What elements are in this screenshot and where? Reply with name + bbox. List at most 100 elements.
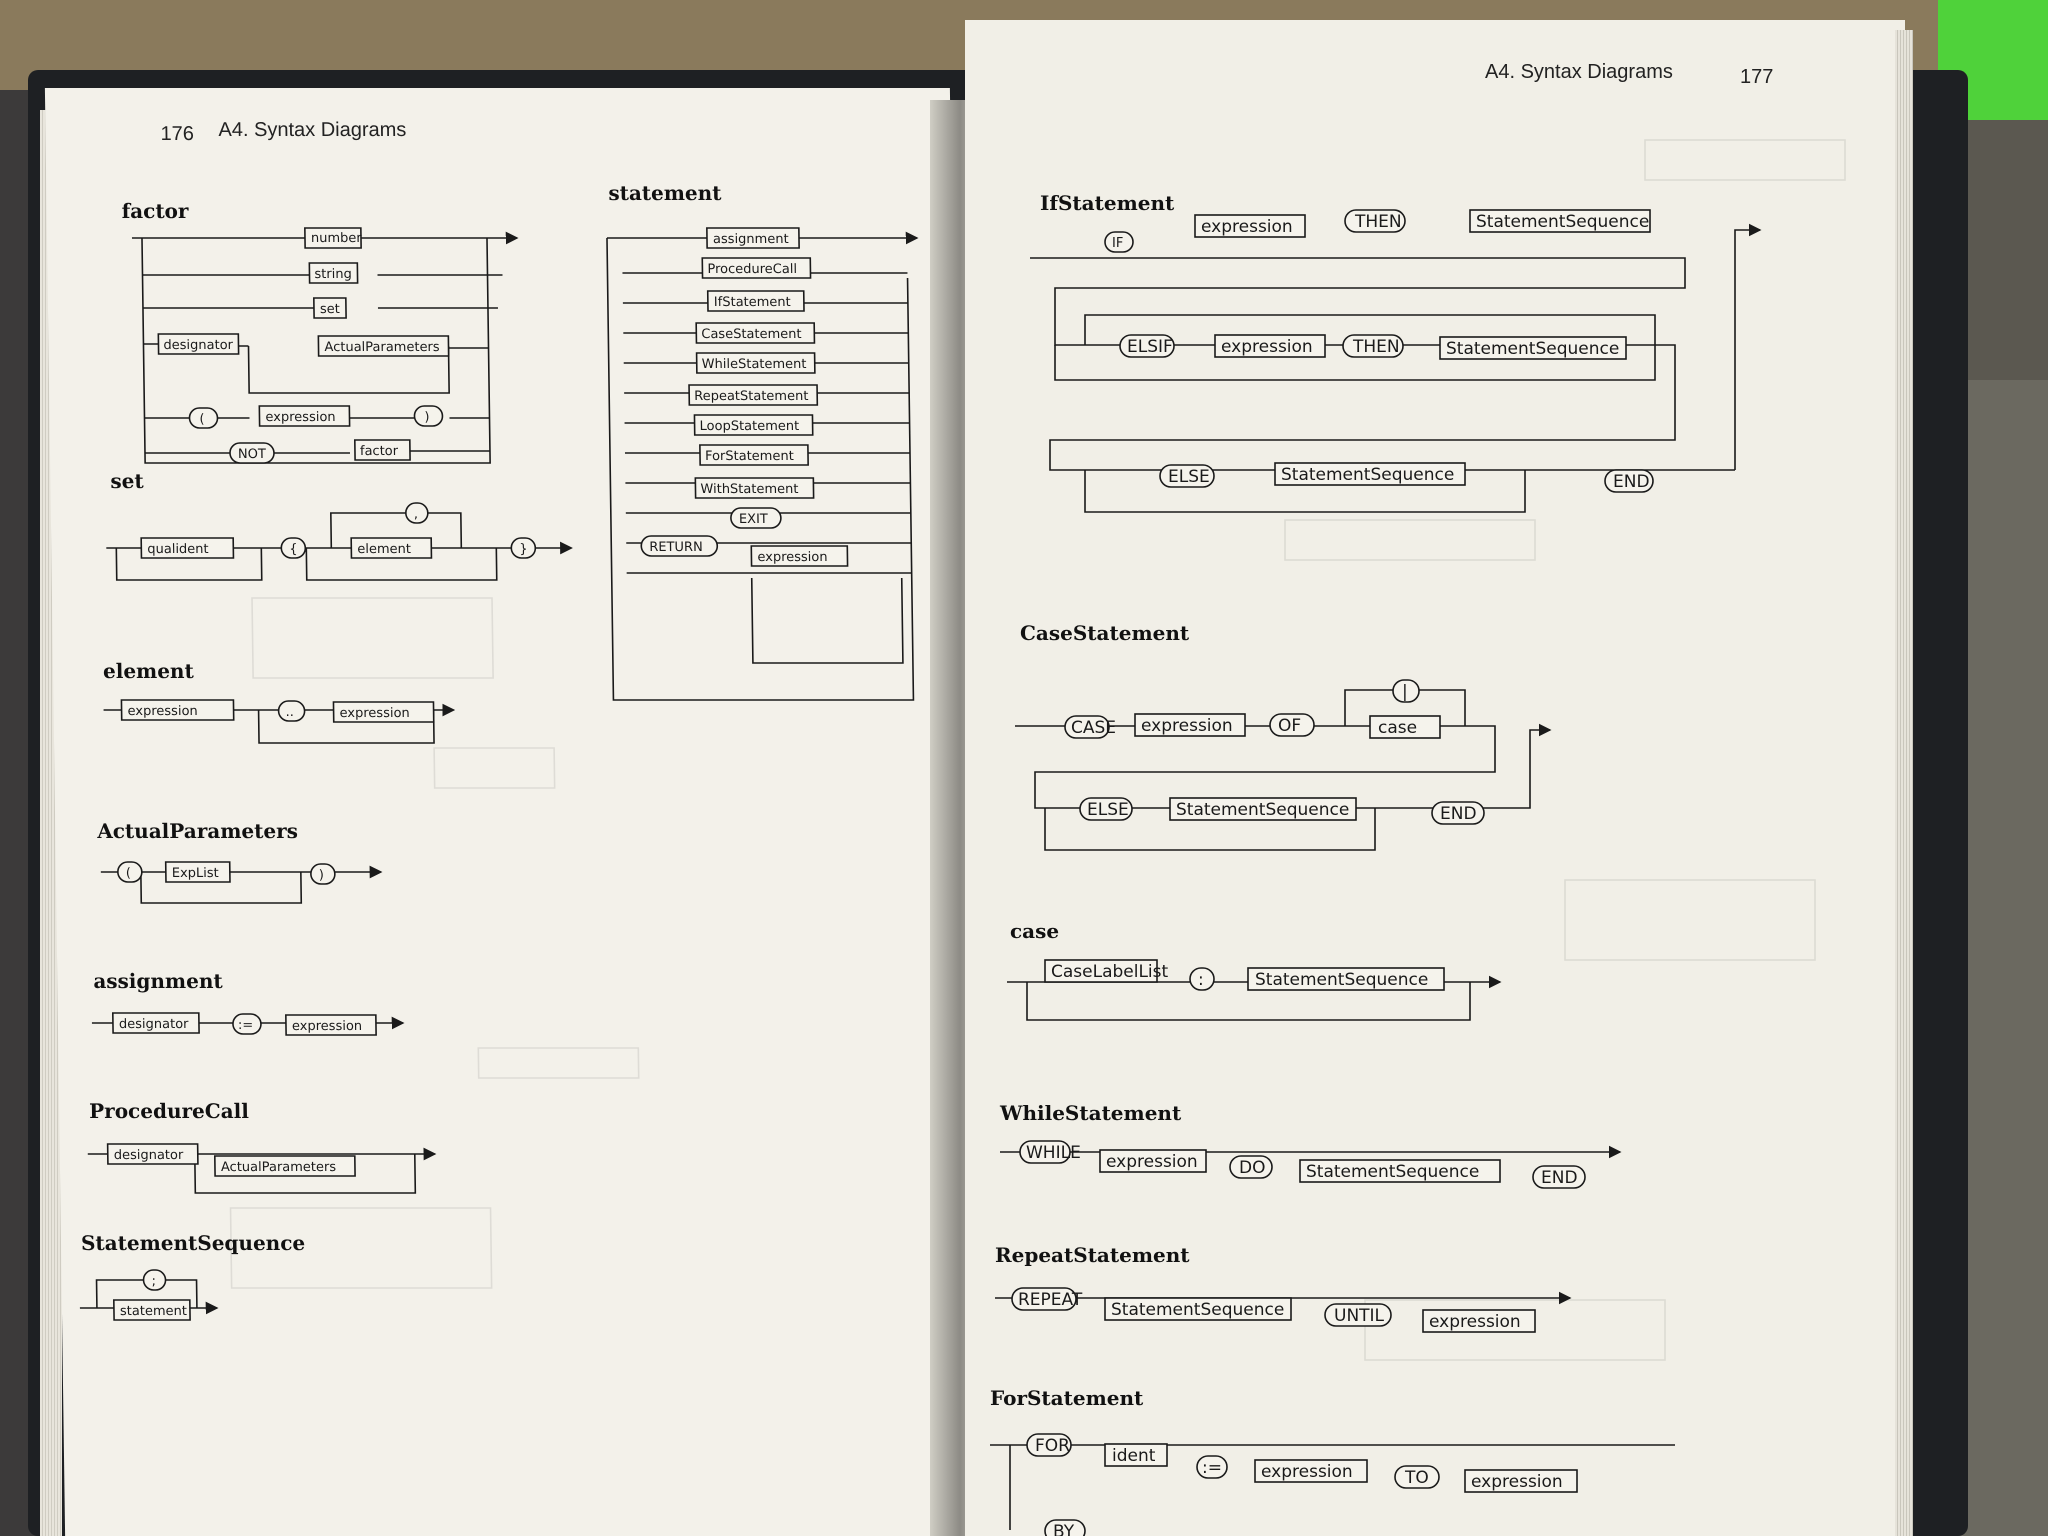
box-assignment [706,227,800,249]
label-for-expression-1: expression [1261,1462,1353,1482]
box-case-expression [1134,713,1246,737]
box-becomes [232,1013,262,1035]
box-case-stmtseq [1247,967,1445,991]
diagram-procedure-call: ProcedureCall designator ActualParameter… [87,1099,437,1194]
show-through [229,597,640,1289]
box-elsif-then [1342,334,1404,358]
box-by [1044,1519,1086,1536]
box-caselabellist [1044,959,1158,983]
diagram-title-statementsequence: StatementSequence [81,1231,305,1255]
left-page-diagrams: 176 A4. Syntax Diagrams factor number st… [79,119,919,1321]
box-ident [1104,1443,1168,1467]
label-element-expression-1: expression [127,704,197,719]
diagram-statement-sequence: StatementSequence ; statement [79,1231,305,1321]
box-case-case [1369,715,1441,739]
label-rparen: ) [424,410,429,425]
diagram-title-whilestatement: WhileStatement [999,1101,1182,1125]
page-edges-right [1895,30,1913,1536]
box-of [1269,713,1315,737]
box-case-keyword [1064,715,1110,739]
label-designator: designator [163,338,233,353]
box-procedurecall [701,257,812,279]
diagram-actual-parameters: ActualParameters ( ExpList ) [96,819,383,904]
box-designator [157,333,240,355]
label-ap-lparen: ( [126,866,131,881]
right-page: A4. Syntax Diagrams 177 IfStatement IF e… [965,20,1905,1536]
diagram-case-statement: CaseStatement CASE expression OF | case … [1015,621,1552,851]
label-comma: , [414,507,418,522]
diagram-title-factor: factor [121,199,189,223]
label-factor: factor [360,444,399,459]
label-procedurecall: ProcedureCall [707,262,797,277]
label-case-end: END [1440,804,1477,824]
right-page-diagrams: A4. Syntax Diagrams 177 IfStatement IF e… [990,61,1846,1536]
box-elsif-expression [1214,334,1326,358]
label-assign-expression: expression [292,1019,362,1034]
diagram-title-assignment: assignment [93,969,223,993]
label-range: .. [286,705,294,720]
show-through-right [1284,139,1846,1361]
label-to: TO [1404,1468,1429,1488]
box-expression [258,405,351,427]
label-case-else: ELSE [1087,800,1129,820]
label-by: BY [1053,1522,1075,1536]
box-whilestatement [695,352,816,374]
label-whilestatement: WhileStatement [702,357,807,372]
label-element: element [357,542,411,557]
label-then: THEN [1354,212,1402,232]
label-number: number [311,231,363,246]
label-string: string [314,267,352,282]
diagram-title-ifstatement: IfStatement [1040,191,1175,215]
label-statement: statement [120,1304,187,1319]
box-range [277,700,306,722]
box-string [308,262,359,284]
page-number: 176 [160,123,194,145]
box-ifstatement [706,290,805,312]
box-number [304,227,362,249]
box-else [1159,464,1215,488]
label-ifstatement: IfStatement [714,295,791,310]
box-while-statementsequence [1299,1159,1501,1183]
diagram-case: case CaseLabelList : StatementSequence [1007,919,1502,1021]
box-forstatement [699,444,809,466]
box-return-expression [750,545,849,567]
label-elsif-expression: expression [1221,337,1313,357]
box-casestatement [695,322,816,344]
box-while [1019,1140,1071,1164]
label-loopstatement: LoopStatement [700,419,800,434]
box-assign-designator [111,1012,200,1034]
diagram-title-statement: statement [608,181,722,205]
box-repeat [1011,1287,1077,1311]
box-if-statementsequence [1469,209,1651,233]
label-bar: | [1402,682,1408,702]
label-repeatstatement: RepeatStatement [694,389,808,404]
label-exit: EXIT [739,512,768,527]
box-comma [405,502,429,524]
label-elsif-statementsequence: StatementSequence [1446,339,1619,359]
box-loopstatement [693,414,814,436]
label-casestatement: CaseStatement [701,327,801,342]
label-case-keyword: CASE [1071,718,1116,738]
box-repeat-statementsequence [1104,1297,1292,1321]
box-for-becomes [1196,1455,1228,1479]
box-pc-designator [106,1143,199,1165]
label-not: NOT [238,447,266,462]
diagram-title-element: element [103,659,195,683]
diagram-title-procedurecall: ProcedureCall [89,1099,249,1123]
label-actualparameters: ActualParameters [324,340,440,355]
diagram-set: set qualident { , element } [106,469,573,581]
label-semicolon: ; [151,1274,156,1289]
diagram-title-forstatement: ForStatement [990,1386,1144,1410]
label-return-expression: expression [757,550,827,565]
box-elsif-statementsequence [1439,336,1627,360]
label-else: ELSE [1168,467,1210,487]
label-do: DO [1239,1158,1265,1178]
diagram-title-casestatement: CaseStatement [1020,621,1190,645]
label-while-expression: expression [1106,1152,1198,1172]
diagram-statement: statement assignment ProcedureCall IfSta… [606,181,919,701]
diagram-assignment: assignment designator := expression [91,969,405,1036]
box-rbrace [510,537,537,559]
label-elsif-then: THEN [1352,337,1400,357]
box-if-expression [1194,214,1306,238]
label-while-end: END [1541,1168,1578,1188]
